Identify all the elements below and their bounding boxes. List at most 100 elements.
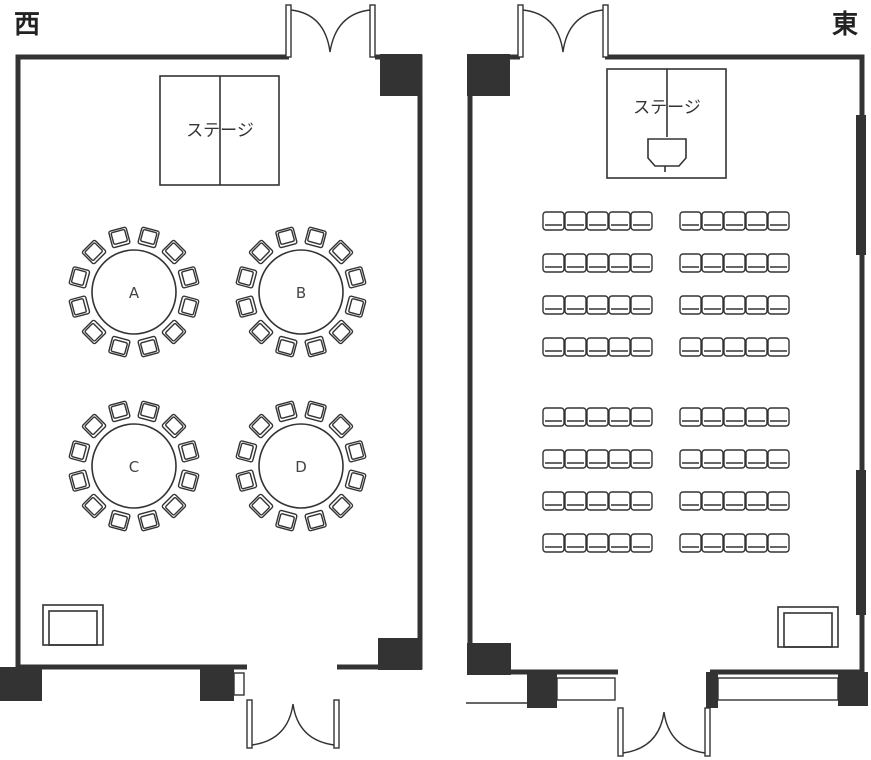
- theater-seat: [608, 211, 631, 231]
- theater-seat: [679, 295, 702, 315]
- chair: [108, 400, 131, 423]
- chair: [81, 493, 107, 519]
- theater-seat: [542, 533, 565, 553]
- theater-seat: [630, 407, 653, 427]
- east-outer-wall: [467, 54, 865, 675]
- chair: [275, 400, 298, 423]
- theater-seat: [608, 449, 631, 469]
- chair: [68, 266, 91, 289]
- west-south-door[interactable]: [246, 699, 340, 749]
- theater-seat: [542, 491, 565, 511]
- theater-seat: [564, 491, 587, 511]
- round-table-c[interactable]: C: [68, 400, 200, 532]
- theater-seat: [564, 337, 587, 357]
- theater-seat: [608, 407, 631, 427]
- theater-seat: [542, 253, 565, 273]
- theater-seat: [542, 449, 565, 469]
- chair: [248, 493, 274, 519]
- chair: [235, 469, 258, 492]
- east-corridor-box-left: [556, 677, 616, 701]
- round-table-label: D: [295, 458, 307, 476]
- west-pillar-se: [378, 638, 422, 670]
- theater-seat: [679, 253, 702, 273]
- theater-seat: [767, 337, 790, 357]
- west-round-tables: A B C D: [68, 226, 367, 532]
- theater-seat: [586, 407, 609, 427]
- east-pillar-se: [838, 672, 868, 706]
- theater-seat: [723, 491, 746, 511]
- theater-seat: [564, 407, 587, 427]
- chair: [81, 239, 107, 265]
- theater-seat: [586, 337, 609, 357]
- theater-seat: [586, 211, 609, 231]
- theater-seat: [608, 491, 631, 511]
- chair: [161, 493, 187, 519]
- west-pillar-s: [200, 667, 234, 701]
- theater-seat: [701, 491, 724, 511]
- theater-seat: [679, 337, 702, 357]
- round-table-top: [258, 249, 344, 335]
- round-table-b[interactable]: B: [235, 226, 367, 358]
- west-stage: ステージ: [159, 75, 280, 186]
- theater-seat: [586, 533, 609, 553]
- theater-seat: [586, 253, 609, 273]
- chair: [275, 509, 298, 532]
- chair: [161, 319, 187, 345]
- west-room: 西 ステージ: [0, 4, 423, 749]
- round-table-label: A: [129, 284, 140, 302]
- east-pillar-s2: [706, 672, 718, 708]
- theater-seat: [542, 211, 565, 231]
- theater-seat: [767, 253, 790, 273]
- chair: [304, 400, 327, 423]
- chair: [328, 413, 354, 439]
- theater-seat: [542, 407, 565, 427]
- chair: [68, 469, 91, 492]
- theater-seat: [723, 337, 746, 357]
- theater-seat: [630, 491, 653, 511]
- theater-seat: [767, 533, 790, 553]
- chair: [81, 413, 107, 439]
- theater-seat: [767, 295, 790, 315]
- chair: [81, 319, 107, 345]
- theater-seat: [767, 449, 790, 469]
- east-equipment-box: [777, 606, 839, 648]
- east-south-door[interactable]: [617, 707, 711, 757]
- chair: [161, 413, 187, 439]
- theater-seat: [745, 407, 768, 427]
- theater-seat: [564, 211, 587, 231]
- chair: [137, 335, 160, 358]
- seat-group-front-right: [679, 211, 790, 357]
- east-stage-label: ステージ: [633, 98, 701, 118]
- theater-seat: [630, 295, 653, 315]
- seat-group-rear-right: [679, 407, 790, 553]
- theater-seat: [767, 491, 790, 511]
- west-north-door[interactable]: [285, 4, 376, 58]
- chair: [275, 335, 298, 358]
- theater-seat: [586, 295, 609, 315]
- theater-seat: [564, 295, 587, 315]
- theater-seat: [608, 295, 631, 315]
- chair: [161, 239, 187, 265]
- round-table-top: [258, 423, 344, 509]
- theater-seat: [767, 211, 790, 231]
- round-table-a[interactable]: A: [68, 226, 200, 358]
- east-room-label: 東: [832, 10, 858, 40]
- east-north-door[interactable]: [517, 4, 609, 58]
- theater-seat: [745, 337, 768, 357]
- theater-seat: [745, 253, 768, 273]
- theater-seat: [630, 449, 653, 469]
- west-stage-label: ステージ: [186, 121, 254, 141]
- theater-seat: [586, 449, 609, 469]
- chair: [177, 440, 200, 463]
- east-pillar-s1: [527, 672, 557, 708]
- chair-ring: [68, 400, 200, 532]
- theater-seat: [679, 407, 702, 427]
- theater-seat: [608, 253, 631, 273]
- theater-seat: [630, 211, 653, 231]
- theater-seat: [767, 407, 790, 427]
- round-table-d[interactable]: D: [235, 400, 367, 532]
- theater-seat: [723, 211, 746, 231]
- chair: [344, 440, 367, 463]
- chair: [304, 335, 327, 358]
